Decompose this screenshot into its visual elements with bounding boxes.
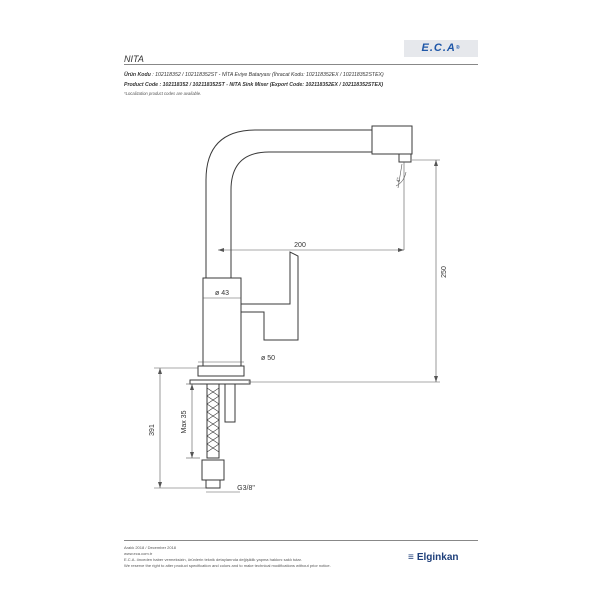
hose xyxy=(206,383,220,459)
footer-date: Aralık 2018 / December 2018 xyxy=(124,545,177,550)
dim-body-diameter-value: ø 43 xyxy=(215,290,229,297)
elginkan-brand-text: Elginkan xyxy=(416,552,459,563)
hose-connector xyxy=(205,479,221,489)
localization-note: *Localization product codes are availabl… xyxy=(124,91,202,96)
elginkan-logo-icon: ≡ xyxy=(408,552,414,563)
aerator xyxy=(398,153,412,163)
lever-handle xyxy=(241,251,299,341)
footer-website[interactable]: www.eca.com.tr xyxy=(124,551,153,556)
dim-height-value: 250 xyxy=(441,266,448,278)
product-code-tr-label: Ürün Kodu xyxy=(124,72,151,78)
dim-base-diameter-value: ø 50 xyxy=(261,355,275,362)
dim-hose-length-value: 391 xyxy=(149,424,156,436)
hose-braid xyxy=(206,387,220,453)
logo-registered-mark: ® xyxy=(455,45,461,51)
spout-outer xyxy=(205,129,372,278)
footer-disclaimer-tr: E.C.A. önceden haber vermeksizin, ürünle… xyxy=(124,557,302,562)
dim-max-thickness-value: Max 35 xyxy=(181,410,188,433)
dim-connection-value: G3/8" xyxy=(237,485,255,492)
dim-reach-value: 200 xyxy=(294,242,306,249)
product-title: NITA xyxy=(124,54,144,64)
spout-head xyxy=(371,125,413,155)
product-code-en-text: : 102118352 / 102118352ST - NITA Sink Mi… xyxy=(159,82,384,88)
hose-nut xyxy=(201,459,225,481)
spout-inner xyxy=(230,151,372,278)
dim-angle-line xyxy=(395,163,407,189)
dim-angle-value: 4° xyxy=(396,177,403,183)
footer-rule xyxy=(124,540,478,541)
product-code-en-label: Product Code xyxy=(124,82,159,88)
product-code-tr: Ürün Kodu : 102118352 / 102118352ST - Nİ… xyxy=(124,72,384,78)
footer-disclaimer-en: We reserve the right to alter product sp… xyxy=(124,563,331,568)
eca-logo: E.C.A® xyxy=(404,40,478,57)
product-code-en: Product Code : 102118352 / 102118352ST -… xyxy=(124,82,383,88)
product-code-tr-text: : 102118352 / 102118352ST - NİTA Eviye B… xyxy=(152,72,384,78)
base-plate xyxy=(197,365,245,377)
counter-plate xyxy=(189,379,251,385)
eca-logo-text: E.C.A® xyxy=(404,40,478,57)
header-rule xyxy=(124,64,478,65)
mounting-rod xyxy=(224,383,236,423)
elginkan-brand: ≡Elginkan xyxy=(408,552,459,563)
logo-letters: E.C.A xyxy=(421,42,456,54)
